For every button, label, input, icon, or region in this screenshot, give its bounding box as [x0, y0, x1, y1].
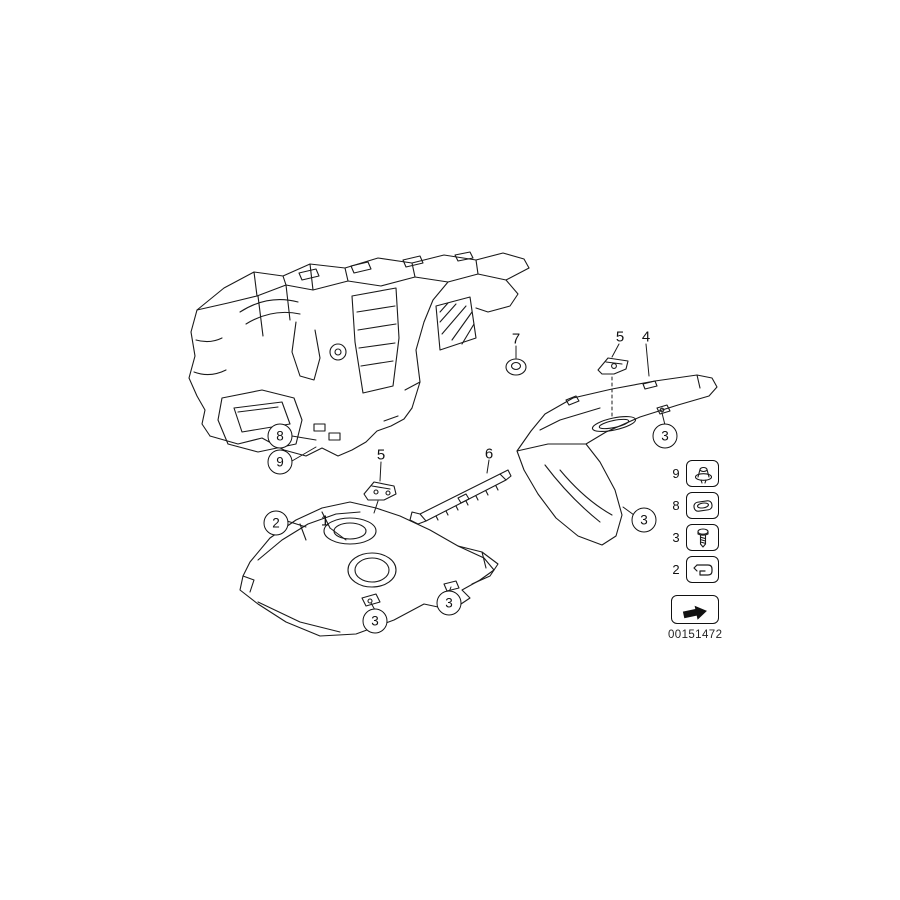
diagram-number: 00151472: [668, 629, 723, 641]
footwell-trim-panel-illustration: [239, 501, 499, 637]
callout-6[interactable]: 6: [484, 445, 494, 463]
grommet-illustration: [505, 358, 527, 376]
clamp-icon: [686, 556, 719, 583]
callout-3-c[interactable]: 3: [436, 590, 462, 616]
callout-3-label: 3: [445, 595, 453, 611]
legend-item-3[interactable]: 3: [671, 524, 719, 551]
legend-item-8-label: 8: [672, 498, 680, 513]
mounting-bracket-left-illustration: [363, 481, 397, 501]
continuation-arrow-icon[interactable]: [671, 595, 719, 624]
legend-item-2[interactable]: 2: [671, 556, 719, 583]
callout-4[interactable]: 4: [641, 328, 651, 346]
screw-icon: [686, 524, 719, 551]
callout-2-label: 2: [272, 515, 280, 531]
callout-3-d[interactable]: 3: [362, 608, 388, 634]
callout-3-label: 3: [371, 613, 379, 629]
legend-item-3-label: 3: [672, 530, 680, 545]
callout-3-b[interactable]: 3: [631, 507, 657, 533]
callout-8[interactable]: 8: [267, 423, 293, 449]
callout-1[interactable]: 1: [320, 512, 330, 530]
support-rail-illustration: [409, 469, 512, 525]
fastener-legend: 9 8 3: [671, 460, 719, 624]
callout-3-a[interactable]: 3: [652, 423, 678, 449]
leader-lines: [286, 343, 666, 611]
mounting-bracket-right-illustration: [597, 357, 629, 375]
clip-fastener-icon: [686, 460, 719, 487]
legend-item-9-label: 9: [672, 466, 680, 481]
grommet-icon: [686, 492, 719, 519]
callout-8-label: 8: [276, 428, 284, 444]
legend-item-8[interactable]: 8: [671, 492, 719, 519]
callout-3-label: 3: [661, 428, 669, 444]
callout-3-label: 3: [640, 512, 648, 528]
callout-9-label: 9: [276, 454, 284, 470]
legend-item-2-label: 2: [672, 562, 680, 577]
callout-7[interactable]: 7: [511, 330, 521, 348]
legend-item-9[interactable]: 9: [671, 460, 719, 487]
dashboard-carrier-illustration: [188, 251, 530, 457]
callout-5-right[interactable]: 5: [615, 328, 625, 346]
glovebox-lower-trim-panel-illustration: [516, 374, 718, 546]
callout-2[interactable]: 2: [263, 510, 289, 536]
callout-9[interactable]: 9: [267, 449, 293, 475]
callout-5-left[interactable]: 5: [376, 446, 386, 464]
